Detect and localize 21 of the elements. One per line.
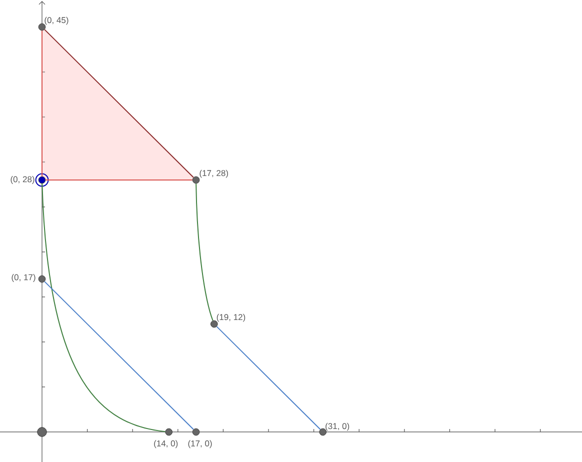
curve (42, 183, 166, 432)
point (210, 320, 218, 328)
point (38, 23, 46, 31)
point (37, 427, 47, 437)
coordinate-label: (19, 12) (216, 314, 246, 322)
point (165, 428, 172, 436)
coordinate-label: (14, 0) (154, 440, 178, 448)
point (192, 428, 200, 436)
point (319, 428, 327, 436)
curve (196, 183, 214, 322)
coordinate-label: (0, 45) (44, 16, 68, 25)
coordinate-label: (0, 28) (10, 176, 34, 184)
point (38, 275, 46, 283)
selected-point (35, 173, 49, 187)
coordinate-label: (17, 0) (188, 440, 212, 448)
coordinate-label: (0, 17) (12, 274, 36, 282)
coordinate-label: (17, 28) (200, 170, 228, 178)
line-segment (44, 281, 194, 430)
coordinate-label: (31, 0) (326, 422, 350, 431)
point (192, 176, 200, 184)
line-segment (216, 326, 321, 430)
